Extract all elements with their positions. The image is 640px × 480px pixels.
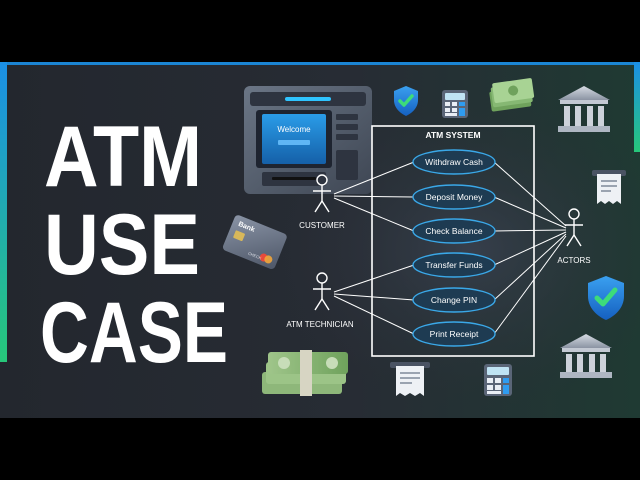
cash-bundle-icon xyxy=(262,350,348,396)
headline: ATM USE CASE xyxy=(40,109,228,381)
use-case-transfer-funds: Transfer Funds xyxy=(412,252,496,278)
shield-check-icon xyxy=(394,86,418,116)
atm-welcome-text: Welcome xyxy=(277,125,311,134)
calculator-icon xyxy=(442,90,468,118)
headline-line-3: CASE xyxy=(40,285,228,381)
actor-generic-label: ACTORS xyxy=(557,256,590,265)
use-case-label: Check Balance xyxy=(425,226,482,236)
receipt-icon xyxy=(390,362,430,396)
credit-card-icon: Bank CHECK xyxy=(222,215,287,270)
actor-customer-label: CUSTOMER xyxy=(299,221,345,230)
calculator-icon xyxy=(484,364,512,396)
bank-building-icon xyxy=(560,334,612,378)
association-lines xyxy=(333,161,567,335)
actor-customer xyxy=(313,174,331,213)
use-case-label: Change PIN xyxy=(431,295,477,305)
use-case-label: Print Receipt xyxy=(430,329,479,339)
use-case-label: Withdraw Cash xyxy=(425,157,483,167)
receipt-icon xyxy=(592,170,626,204)
use-case-change-pin: Change PIN xyxy=(412,287,496,313)
system-title: ATM SYSTEM xyxy=(425,130,480,140)
system-boundary xyxy=(371,125,535,357)
headline-line-1: ATM xyxy=(44,109,202,205)
top-accent-edge xyxy=(0,62,640,65)
actor-technician xyxy=(313,272,331,311)
use-case-check-balance: Check Balance xyxy=(412,218,496,244)
use-case-label: Deposit Money xyxy=(426,192,483,202)
use-case-print-receipt: Print Receipt xyxy=(412,321,496,347)
actor-generic xyxy=(565,208,583,247)
bank-building-icon xyxy=(558,86,610,132)
letterbox-bottom xyxy=(0,418,640,480)
card-brand: CHECK xyxy=(247,251,262,261)
shield-check-icon xyxy=(588,276,624,320)
money-stack-icon xyxy=(489,78,535,112)
headline-line-2: USE xyxy=(44,197,200,293)
use-case-deposit-money: Deposit Money xyxy=(412,184,496,210)
atm-machine-icon: Welcome xyxy=(244,86,372,194)
use-case-withdraw-cash: Withdraw Cash xyxy=(412,149,496,175)
right-accent-edge xyxy=(634,62,640,152)
left-accent-edge xyxy=(0,62,7,362)
use-case-label: Transfer Funds xyxy=(425,260,482,270)
letterbox-top xyxy=(0,0,640,62)
actor-technician-label: ATM TECHNICIAN xyxy=(286,320,353,329)
